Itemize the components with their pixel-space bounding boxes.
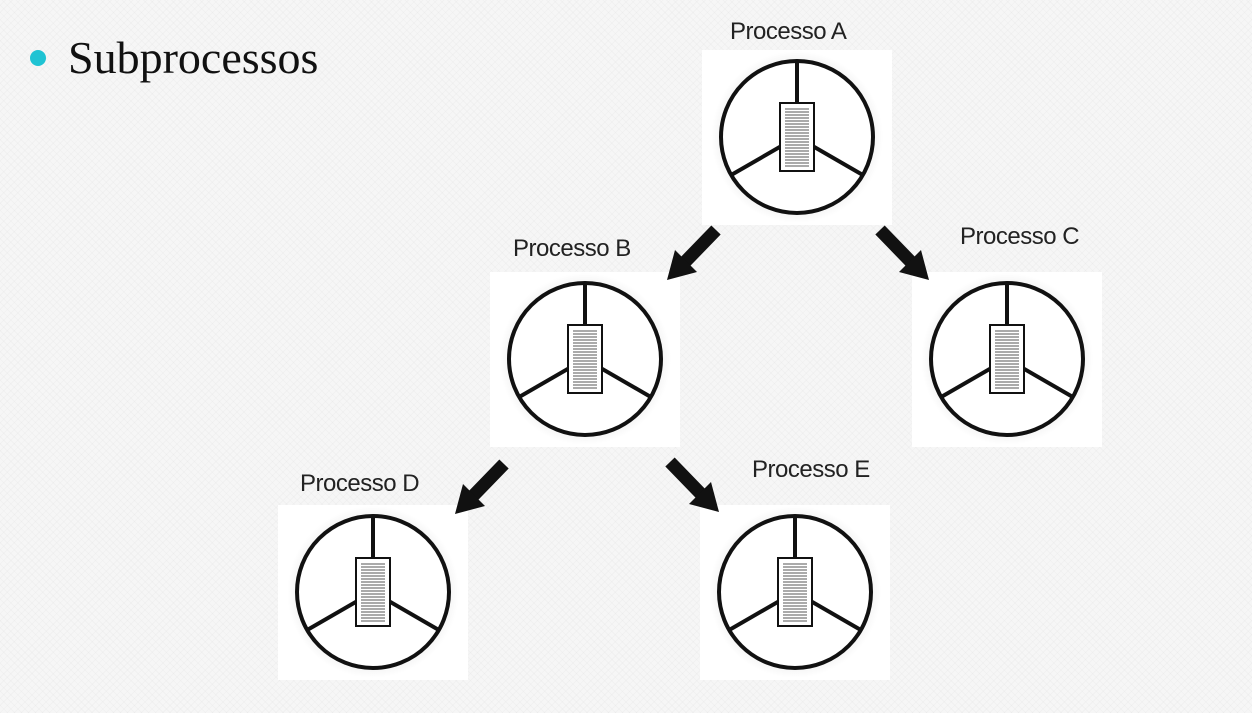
label-processo-d: Processo D [300, 470, 420, 497]
node-processo-c [912, 272, 1102, 447]
node-processo-d [278, 505, 468, 680]
node-processo-a [702, 50, 892, 225]
label-processo-c: Processo C [960, 223, 1080, 250]
arrow-b-to-d [455, 459, 509, 514]
node-processo-e [700, 505, 890, 680]
wheel-icon [711, 51, 883, 223]
label-processo-e: Processo E [752, 456, 870, 483]
label-processo-b: Processo B [513, 235, 631, 262]
wheel-icon [709, 506, 881, 678]
wheel-icon [921, 273, 1093, 445]
title-text: Subprocessos [68, 32, 319, 83]
arrow-a-to-c [875, 225, 929, 280]
node-processo-b [490, 272, 680, 447]
wheel-icon [287, 506, 459, 678]
arrow-b-to-e [665, 457, 719, 512]
arrow-a-to-b [667, 225, 721, 280]
wheel-icon [499, 273, 671, 445]
label-processo-a: Processo A [730, 18, 847, 45]
slide-title: Subprocessos [30, 28, 318, 88]
bullet-icon [30, 50, 46, 66]
